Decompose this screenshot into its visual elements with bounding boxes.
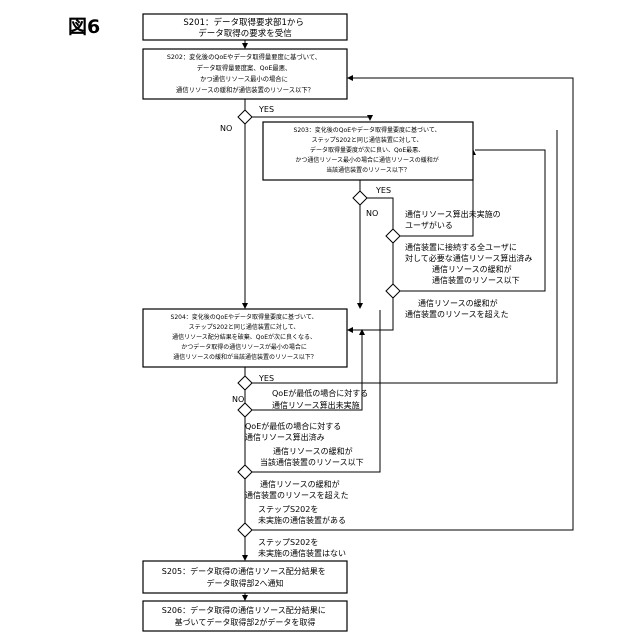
decision-diamond-6 bbox=[238, 403, 252, 417]
s203-line: S203：変化後のQoEやデータ取得量要度に基づいて、 bbox=[294, 126, 441, 134]
condition-line: 通信リソースの緩和が bbox=[273, 446, 353, 456]
condition-line: 未実施の通信装置がある bbox=[258, 515, 346, 525]
condition-line: 通信装置に接続する全ユーザに bbox=[405, 242, 517, 252]
s203-line: ステップS202と同じ通信装置に対して、 bbox=[312, 136, 423, 144]
condition-line: 通信装置のリソースを超えた bbox=[405, 309, 509, 319]
s202-line: データ取得量要度案、QoE最悪、 bbox=[197, 63, 292, 72]
condition-text-2: 通信装置に接続する全ユーザに 対して必要な通信リソース算出済み 通信リソースの緩… bbox=[405, 242, 535, 285]
s206-line: S206：データ取得の通信リソース配分結果に bbox=[162, 605, 326, 615]
process-box-s205 bbox=[143, 561, 347, 593]
decision-diamond-1 bbox=[238, 110, 252, 124]
condition-line: 通信装置のリソース以下 bbox=[432, 275, 520, 285]
condition-text-1: 通信リソース算出未実施の ユーザがいる bbox=[405, 209, 503, 230]
s204-line: 通信リソース配分結果を破棄、QoEが次に良くなる、 bbox=[172, 333, 316, 341]
condition-line: 通信リソースの緩和が bbox=[418, 298, 498, 308]
s202-line: 通信リソースの緩和が通信装置のリソース以下？ bbox=[176, 85, 314, 94]
no-label-2: NO bbox=[366, 209, 378, 218]
s204-line: ステップS202と同じ通信装置に対して、 bbox=[189, 323, 300, 331]
condition-line: ユーザがいる bbox=[405, 220, 453, 230]
decision-diamond-7 bbox=[238, 465, 252, 479]
s205-line: データ取得部2へ通知 bbox=[206, 578, 283, 588]
condition-line: 通信リソースの緩和が bbox=[260, 479, 340, 489]
condition-text-3: 通信リソースの緩和が 通信装置のリソースを超えた bbox=[405, 298, 509, 319]
s202-line: S202：変化後のQoEやデータ取得量要度に基づいて、 bbox=[167, 52, 321, 61]
condition-line: 対して必要な通信リソース算出済み bbox=[405, 253, 532, 263]
no-label-1: NO bbox=[220, 124, 232, 133]
decision-diamond-4 bbox=[386, 284, 400, 298]
decision-diamond-5 bbox=[238, 376, 252, 390]
decision-diamond-2 bbox=[353, 191, 367, 205]
condition-text-7: ステップS202を 未実施の通信装置はない bbox=[258, 538, 346, 558]
condition-line: 通信リソース算出未実施の bbox=[405, 209, 501, 219]
s201-line: データ取得の要求を受信 bbox=[198, 28, 292, 39]
s204-line: 通信リソースの緩和が当該通信装置のリソース以下？ bbox=[173, 353, 316, 361]
s202-line: かつ通信リソース最小の場合に bbox=[200, 74, 288, 83]
yes-label-2: YES bbox=[375, 186, 391, 195]
s204-text: S204：変化後のQoEやデータ取得量要度に基づいて、 ステップS202と同じ通… bbox=[171, 313, 320, 361]
s205-line: S205：データ取得の通信リソース配分結果を bbox=[162, 566, 326, 576]
s203-line: 当該通信装置のリソース以下？ bbox=[326, 166, 410, 174]
condition-line: 通信リソース算出未実施 bbox=[272, 400, 360, 410]
condition-line: QoEが最低の場合に対する bbox=[245, 421, 341, 431]
s201-line: S201：データ取得要求部1から bbox=[183, 17, 304, 28]
yes-label-1: YES bbox=[258, 105, 274, 114]
no-label-3: NO bbox=[232, 395, 244, 404]
decision-diamond-3 bbox=[386, 229, 400, 243]
condition-line: 未実施の通信装置はない bbox=[258, 548, 346, 558]
s203-line: かつ通信リソース最小の場合に通信リソースの緩和が bbox=[295, 156, 438, 164]
condition-line: ステップS202を bbox=[258, 505, 318, 514]
condition-line: 通信リソースの緩和が bbox=[432, 264, 512, 274]
condition-line: 当該通信装置のリソース以下 bbox=[260, 457, 364, 467]
condition-text-4: QoEが最低の場合に対する 通信リソース算出未実施 bbox=[272, 388, 371, 410]
condition-line: 通信リソース算出済み bbox=[245, 432, 325, 442]
condition-text-5: QoEが最低の場合に対する 通信リソース算出済み 通信リソースの緩和が 当該通信… bbox=[245, 421, 364, 467]
condition-text-6: 通信リソースの緩和が 通信装置のリソースを超えた ステップS202を 未実施の通… bbox=[245, 479, 351, 525]
decision-diamond-8 bbox=[238, 523, 252, 537]
s206-line: 基づいてデータ取得部2がデータを取得 bbox=[175, 617, 316, 627]
condition-line: ステップS202を bbox=[258, 538, 318, 547]
yes-label-3: YES bbox=[258, 374, 274, 383]
s203-line: データ取得量要度が次に良い、QoE最悪、 bbox=[310, 146, 424, 154]
condition-line: 通信装置のリソースを超えた bbox=[245, 490, 349, 500]
s204-line: S204：変化後のQoEやデータ取得量要度に基づいて、 bbox=[171, 313, 318, 321]
condition-line: QoEが最低の場合に対する bbox=[272, 388, 368, 398]
s204-line: かつデータ取得の通信リソースが最小の場合に bbox=[181, 343, 307, 351]
